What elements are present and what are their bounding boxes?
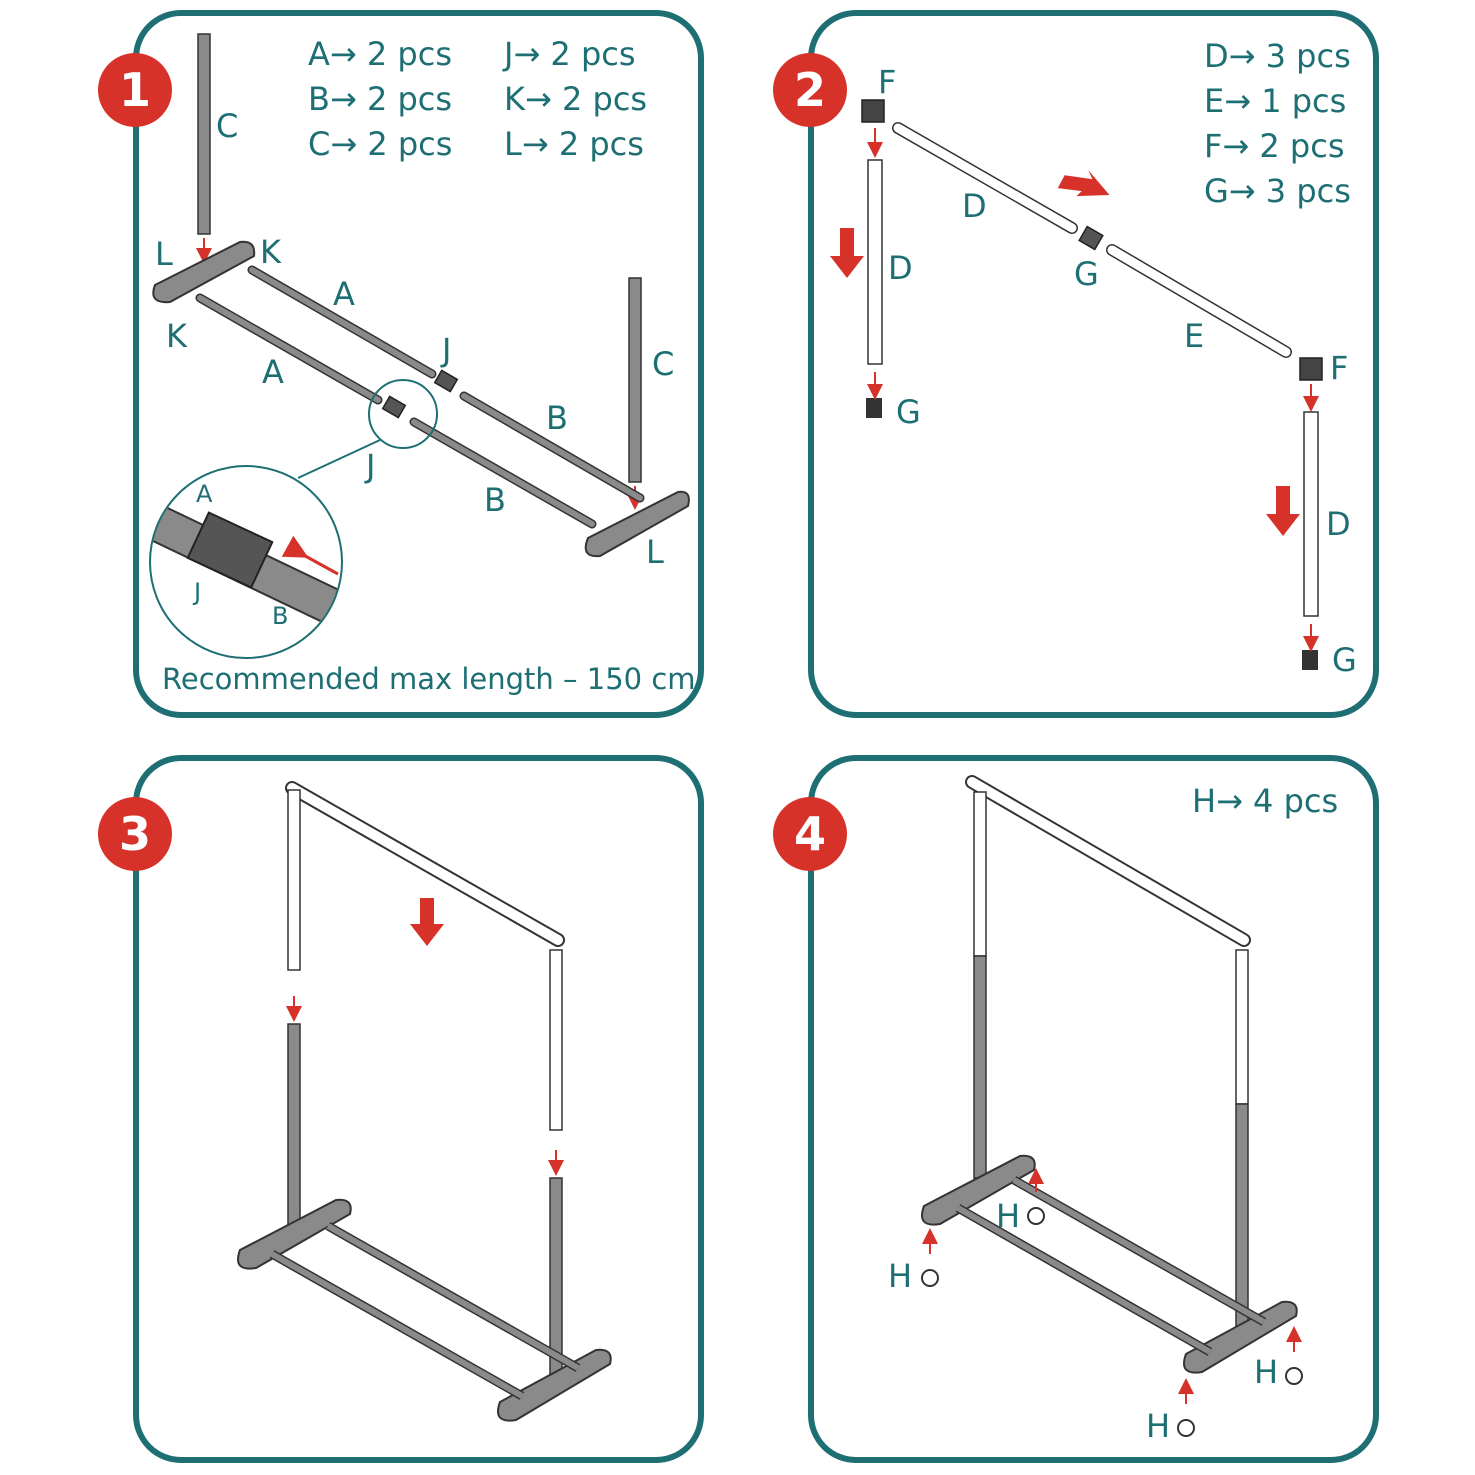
part-count-k: K→ 2 pcs xyxy=(504,80,648,118)
part-count-c: C→ 2 pcs xyxy=(308,125,453,163)
label-g-left: G xyxy=(896,393,921,431)
part-count-d: D→ 3 pcs xyxy=(1204,37,1351,75)
part-count-h: H→ 4 pcs xyxy=(1192,782,1339,820)
connector-f-right xyxy=(1299,357,1323,381)
label-k-bottom: K xyxy=(166,317,187,355)
tube-d-right xyxy=(1303,411,1319,617)
zoom-label-a: A xyxy=(196,480,213,508)
label-b-front: B xyxy=(484,481,506,519)
step-1-badge: 1 xyxy=(98,53,172,127)
pole-c-left xyxy=(197,33,211,235)
zoom-label-j: J xyxy=(194,578,202,606)
part-count-j: J→ 2 pcs xyxy=(504,35,636,73)
label-l-right: L xyxy=(646,533,664,571)
label-h-3: H xyxy=(1146,1407,1171,1445)
label-g-right: G xyxy=(1332,641,1357,679)
step-4-panel xyxy=(808,755,1379,1463)
label-c-left: C xyxy=(216,107,239,145)
step-3-badge: 3 xyxy=(98,797,172,871)
step-3-panel xyxy=(133,755,704,1463)
label-j-back: J xyxy=(442,331,452,369)
label-e: E xyxy=(1184,317,1205,355)
label-h-4: H xyxy=(1254,1353,1279,1391)
cap-g-left xyxy=(866,398,882,418)
connector-f-left xyxy=(861,99,885,123)
zoom-label-b: B xyxy=(272,602,289,630)
tube-d-left xyxy=(867,159,883,365)
label-h-2: H xyxy=(996,1197,1021,1235)
part-count-b: B→ 2 pcs xyxy=(308,80,453,118)
part-count-e: E→ 1 pcs xyxy=(1204,82,1347,120)
label-j-front: J xyxy=(366,447,376,485)
foot-l-right xyxy=(584,490,690,558)
pole-c-right xyxy=(628,277,642,483)
label-f-left: F xyxy=(878,63,897,101)
label-d-right: D xyxy=(1326,505,1351,543)
label-d-top: D xyxy=(962,187,987,225)
label-g-middle: G xyxy=(1074,255,1099,293)
label-d-left: D xyxy=(888,249,913,287)
label-a-front: A xyxy=(262,353,284,391)
cap-g-right xyxy=(1302,650,1318,670)
part-count-f: F→ 2 pcs xyxy=(1204,127,1345,165)
label-k-top: K xyxy=(260,233,281,271)
step-4-badge: 4 xyxy=(773,797,847,871)
label-b-back: B xyxy=(546,399,568,437)
label-h-1: H xyxy=(888,1257,913,1295)
step-2-drawing xyxy=(830,99,1323,670)
part-count-a: A→ 2 pcs xyxy=(308,35,452,73)
max-length-note: Recommended max length – 150 cm xyxy=(162,662,696,696)
foot-l-left xyxy=(152,240,256,304)
step-2-badge: 2 xyxy=(773,53,847,127)
label-c-right: C xyxy=(652,345,675,383)
step-1-drawing xyxy=(149,33,690,659)
part-count-l: L→ 2 pcs xyxy=(504,125,644,163)
part-count-g: G→ 3 pcs xyxy=(1204,172,1351,210)
label-a-back: A xyxy=(333,275,355,313)
label-l-left: L xyxy=(155,235,173,273)
step-4-drawing xyxy=(921,775,1303,1437)
label-f-right: F xyxy=(1330,349,1349,387)
step-3-drawing xyxy=(237,781,612,1422)
